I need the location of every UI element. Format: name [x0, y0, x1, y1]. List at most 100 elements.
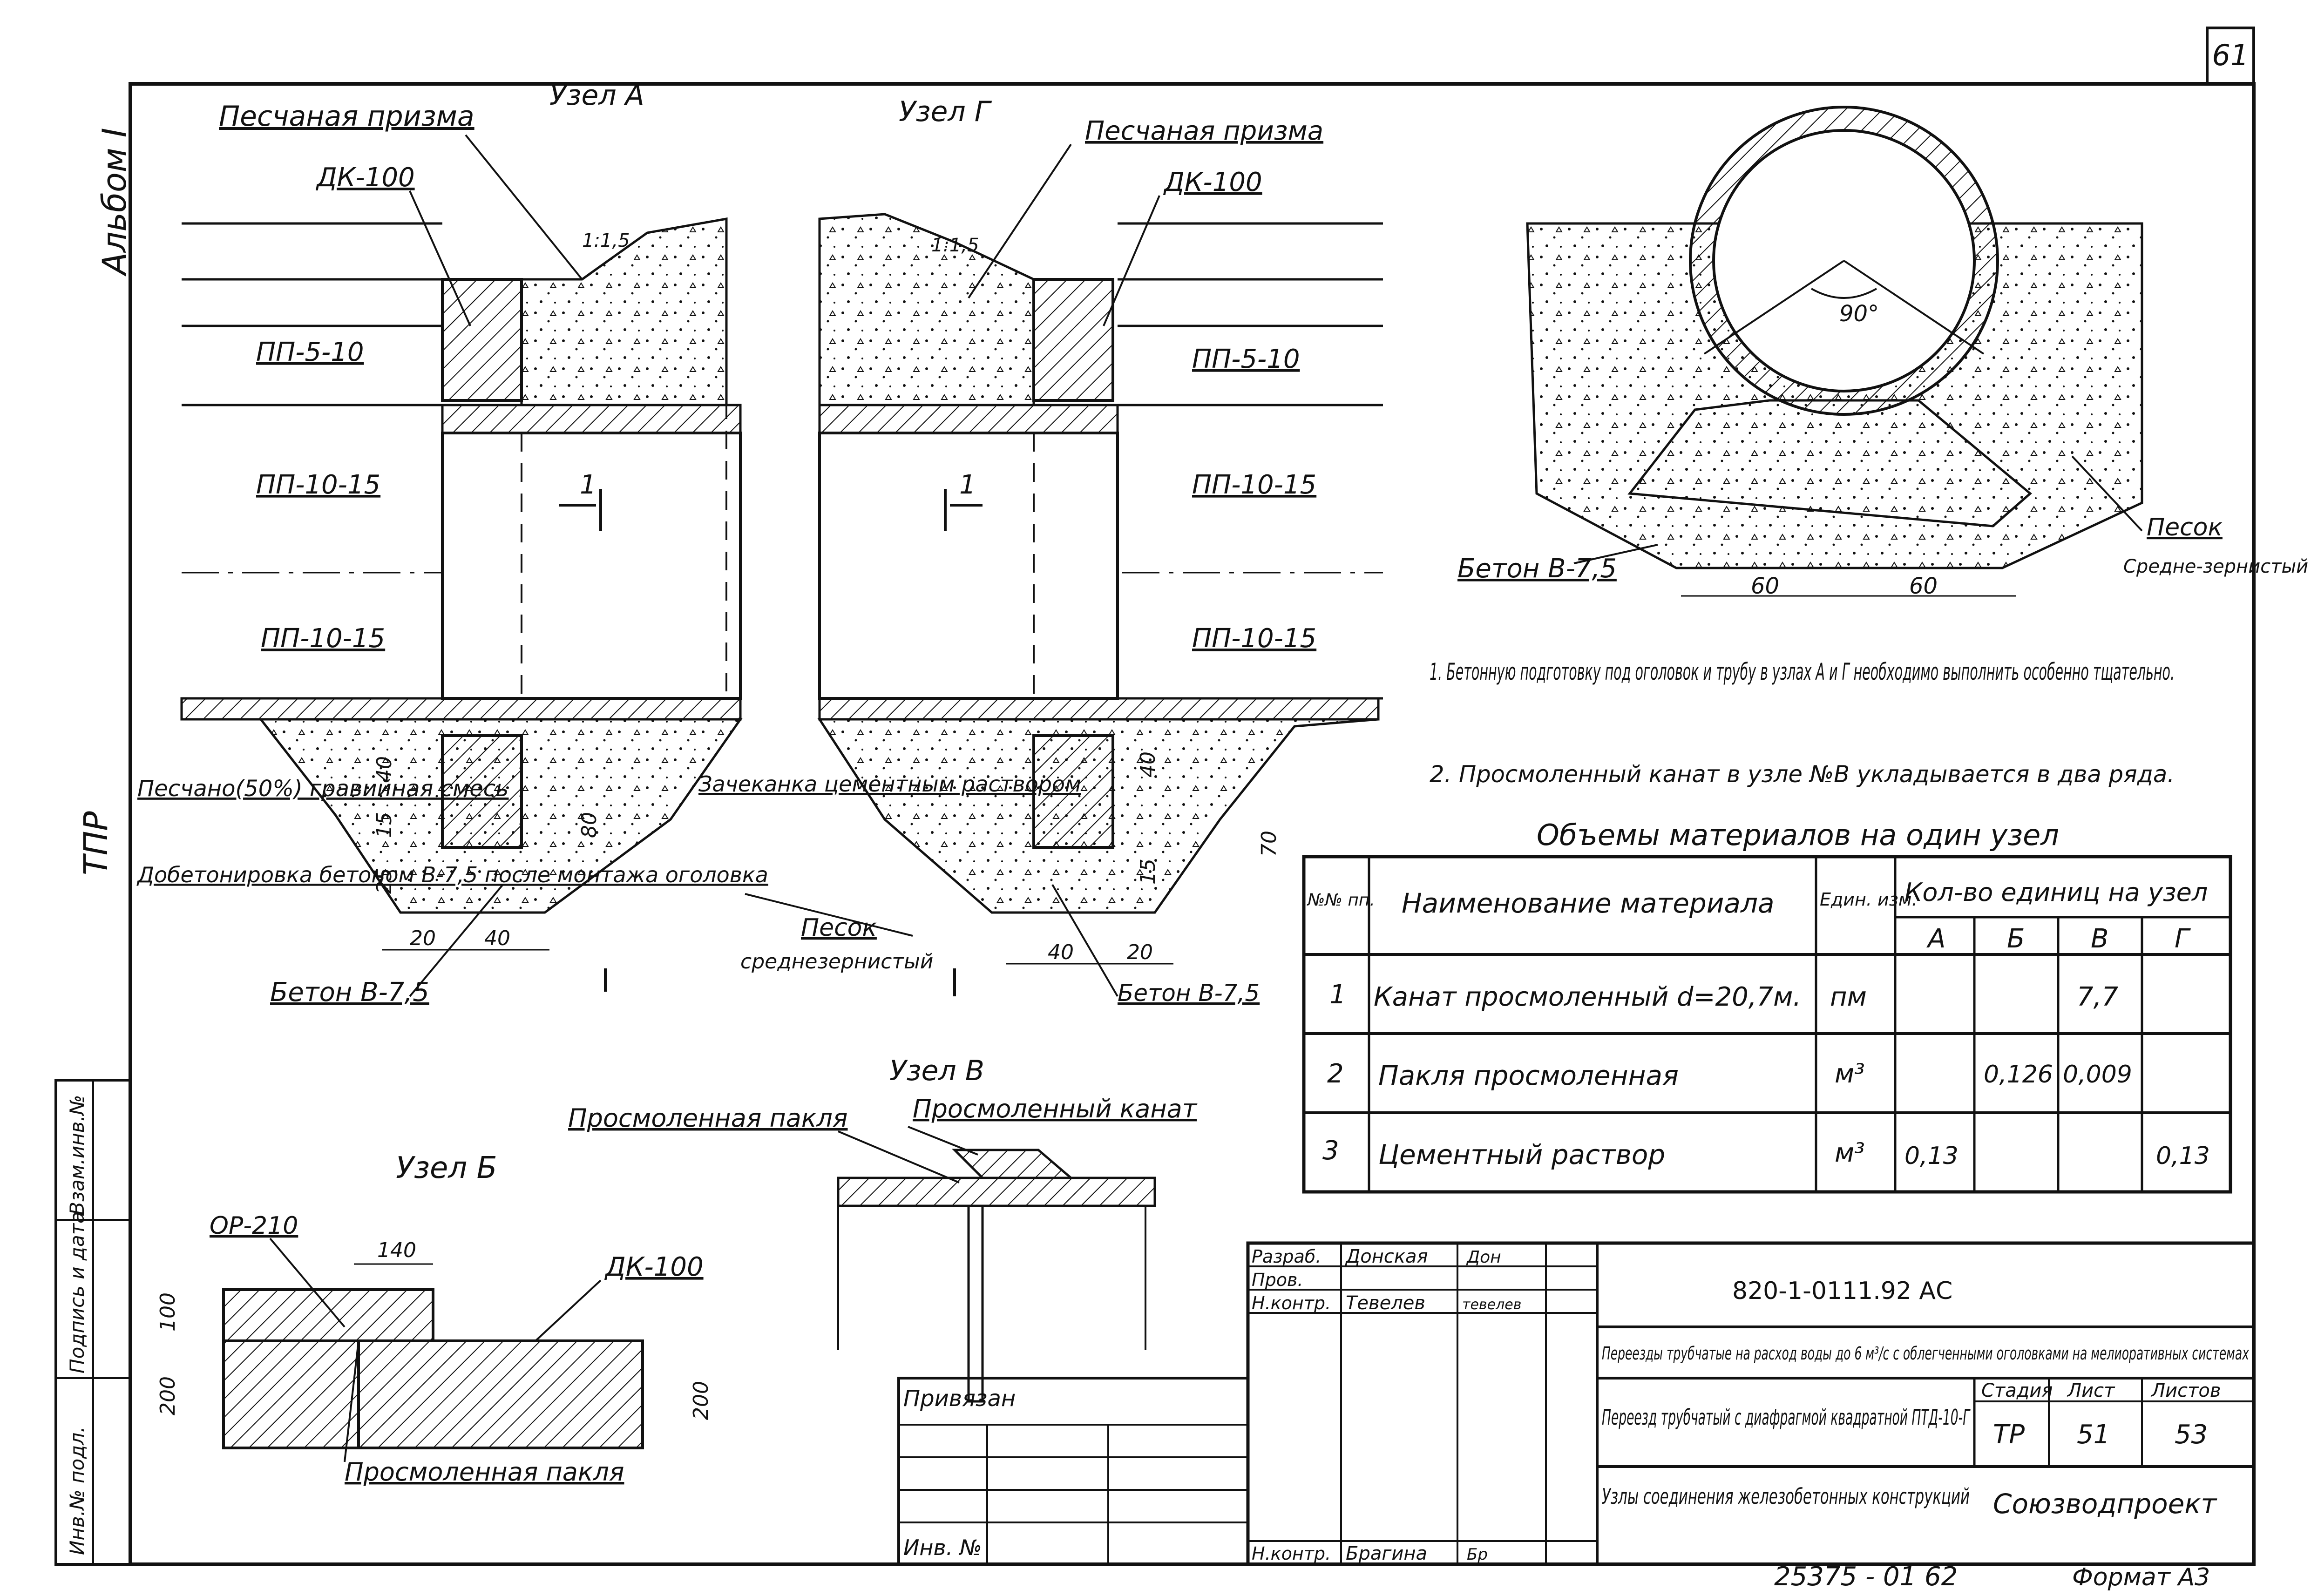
- row-2-name: Пакля просмоленная: [1378, 1060, 1679, 1091]
- node-g-dk: ДК-100: [1163, 167, 1262, 197]
- tb-lists: 53: [2175, 1420, 2208, 1450]
- cross-section-drawing: 90° Бетон В-7,5 Песок Средне-зернистый 6…: [1457, 106, 2308, 599]
- node-g-drawing: Узел Г Песчаная призма ДК-100 ПП-5-10 ПП…: [698, 95, 1383, 1007]
- left-stamp: Инв.№ подл. Подпись и дата Взам.инв.№: [54, 1079, 132, 1566]
- node-a-dim-80: 80: [577, 812, 601, 838]
- row-1-name: Канат просмоленный d=20,7м.: [1374, 982, 1801, 1012]
- col-b-header: Б: [2007, 924, 2025, 954]
- node-a-section-mark: 1: [580, 470, 596, 500]
- col-name-header: Наименование материала: [1402, 887, 1775, 919]
- row-3-num: 3: [1322, 1136, 1339, 1166]
- col-qty-header: Кол-во единиц на узел: [1904, 878, 2208, 907]
- cross-section-concrete: Бетон В-7,5: [1457, 554, 1617, 584]
- tpr-label: ТПР: [77, 811, 115, 875]
- cross-section-sand-type: Средне-зернистый: [2123, 556, 2308, 577]
- node-g-dim-70: 70: [1257, 831, 1281, 857]
- node-g-dim-40b: 40: [1048, 940, 1074, 964]
- row-3-a: 0,13: [1904, 1142, 1959, 1170]
- node-g-concrete: Бетон В-7,5: [1118, 980, 1260, 1007]
- node-v-pakla: Просмоленная пакля: [568, 1103, 848, 1133]
- node-v-title: Узел В: [889, 1055, 984, 1087]
- cross-section-sand: Песок: [2147, 514, 2223, 541]
- node-v-kanat: Просмоленный канат: [913, 1094, 1198, 1123]
- tb-list-label: Лист: [2067, 1380, 2115, 1401]
- stamp-inv-podl: Инв.№ подл.: [66, 1427, 88, 1555]
- materials-title: Объемы материалов на один узел: [1537, 818, 2059, 852]
- node-a-dim-25: 25: [373, 868, 396, 894]
- col-unit-header: Един. изм.: [1820, 889, 1918, 910]
- node-a-title: Узел А: [549, 79, 644, 112]
- col-g-header: Г: [2175, 924, 2191, 954]
- node-b-pakla: Просмоленная пакля: [345, 1457, 624, 1487]
- note-2: 2. Просмоленный канат в узле №В укладыва…: [1430, 761, 2175, 788]
- row-2-b: 0,126: [1984, 1061, 2053, 1089]
- tb-object: Переезд трубчатый с диафрагмой квадратно…: [1602, 1405, 1971, 1430]
- node-a-slope: 1:1,5: [582, 230, 630, 251]
- node-g-pp1: ПП-5-10: [1192, 344, 1300, 374]
- row-3-name: Цементный раствор: [1378, 1139, 1665, 1170]
- cross-section-dim-left: 60: [1751, 573, 1779, 599]
- tb-prov-label: Пров.: [1252, 1270, 1303, 1290]
- node-a-rebetonirovka: Добетонировка бетоном В-7,5 после монтаж…: [136, 862, 768, 887]
- node-g-slope: 1:1,5: [931, 235, 979, 256]
- tb-sheet-title: Узлы соединения железобетонных конструкц…: [1602, 1484, 1970, 1509]
- node-a-dim-40: 40: [373, 756, 396, 782]
- node-g-dim-40: 40: [1136, 751, 1160, 778]
- tb-list: 51: [2077, 1420, 2110, 1450]
- tb-stage-label: Стадия: [1981, 1380, 2053, 1401]
- title-inv: Инв. №: [903, 1535, 982, 1560]
- node-g-sand-medium: среднезернистый: [740, 950, 933, 974]
- tb-org: Союзводпроект: [1993, 1488, 2217, 1520]
- node-g-dim-20: 20: [1127, 940, 1153, 964]
- row-1-v: 7,7: [2077, 982, 2118, 1012]
- node-b-dim-140: 140: [377, 1238, 416, 1262]
- stamp-podpis: Подпись и дата: [66, 1211, 88, 1373]
- tb-razrab-name: Донская: [1345, 1246, 1428, 1267]
- node-g-zachekanka: Зачеканка цементным раствором: [698, 771, 1081, 797]
- node-g-dim-15: 15: [1136, 859, 1160, 885]
- col-v-header: В: [2091, 924, 2108, 954]
- tb-nkontr2-name: Брагина: [1346, 1543, 1427, 1564]
- node-a-pp1: ПП-5-10: [256, 337, 364, 367]
- node-g-sand: Песок: [801, 914, 877, 942]
- row-1-unit: пм: [1830, 982, 1867, 1012]
- note-1: 1. Бетонную подготовку под оголовок и тр…: [1430, 658, 2175, 685]
- node-g-pp2: ПП-10-15: [1192, 470, 1316, 500]
- node-b-dim-200a: 200: [156, 1376, 180, 1415]
- node-b-drawing: Узел Б ОР-210 ДК-100 140 100 200 200 Про…: [156, 1151, 713, 1487]
- tb-bottom-code: 25375 - 01 62: [1774, 1562, 1958, 1592]
- node-a-dim-20: 20: [410, 926, 436, 950]
- node-b-op: ОР-210: [210, 1212, 298, 1240]
- tb-lists-label: Листов: [2150, 1380, 2221, 1401]
- node-v-drawing: Узел В Просмоленная пакля Просмоленный к…: [568, 1055, 1198, 1403]
- tb-format: Формат А3: [2072, 1563, 2210, 1591]
- node-a-dim-15: 15: [373, 812, 396, 838]
- notes: 1. Бетонную подготовку под оголовок и тр…: [1430, 658, 2175, 788]
- stamp-vzam: Взам.инв.№: [66, 1095, 88, 1215]
- tb-nkontr-label: Н.контр.: [1252, 1293, 1331, 1313]
- node-a-pipe: [441, 432, 742, 700]
- page-number: 61: [2212, 38, 2249, 72]
- node-a-sand-prism: Песчаная призма: [219, 100, 474, 133]
- node-b-dim-100: 100: [156, 1292, 180, 1332]
- node-b-title: Узел Б: [396, 1151, 497, 1185]
- cross-section-angle: 90°: [1839, 301, 1879, 327]
- row-1-num: 1: [1329, 980, 1346, 1010]
- node-g-title: Узел Г: [899, 95, 992, 128]
- node-a-sand-gravel: Песчано(50%) гравийная смесь: [137, 776, 508, 802]
- tb-code: 820-1-0111.92 АС: [1732, 1277, 1952, 1305]
- tb-nkontr-name: Тевелев: [1346, 1292, 1425, 1314]
- col-num-header: №№ пп.: [1307, 891, 1375, 910]
- tb-project: Переезды трубчатые на расход воды до 6 м…: [1602, 1343, 2249, 1364]
- row-2-num: 2: [1327, 1059, 1344, 1089]
- node-a-dk: ДК-100: [315, 162, 415, 193]
- node-g-pp3: ПП-10-15: [1192, 623, 1316, 654]
- album-label: Альбом I: [95, 128, 134, 277]
- row-2-v: 0,009: [2063, 1061, 2132, 1089]
- node-g-sand-prism: Песчаная призма: [1085, 116, 1323, 146]
- row-3-unit: м³: [1835, 1138, 1865, 1168]
- tb-razrab-sign: Дон: [1466, 1248, 1501, 1267]
- row-2-unit: м³: [1835, 1059, 1865, 1089]
- node-g-section-mark: 1: [959, 470, 976, 500]
